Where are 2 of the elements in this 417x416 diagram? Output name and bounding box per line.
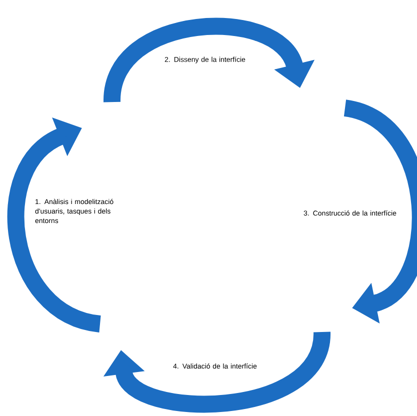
curved-arrow: [104, 18, 315, 104]
curved-arrow: [103, 330, 330, 413]
